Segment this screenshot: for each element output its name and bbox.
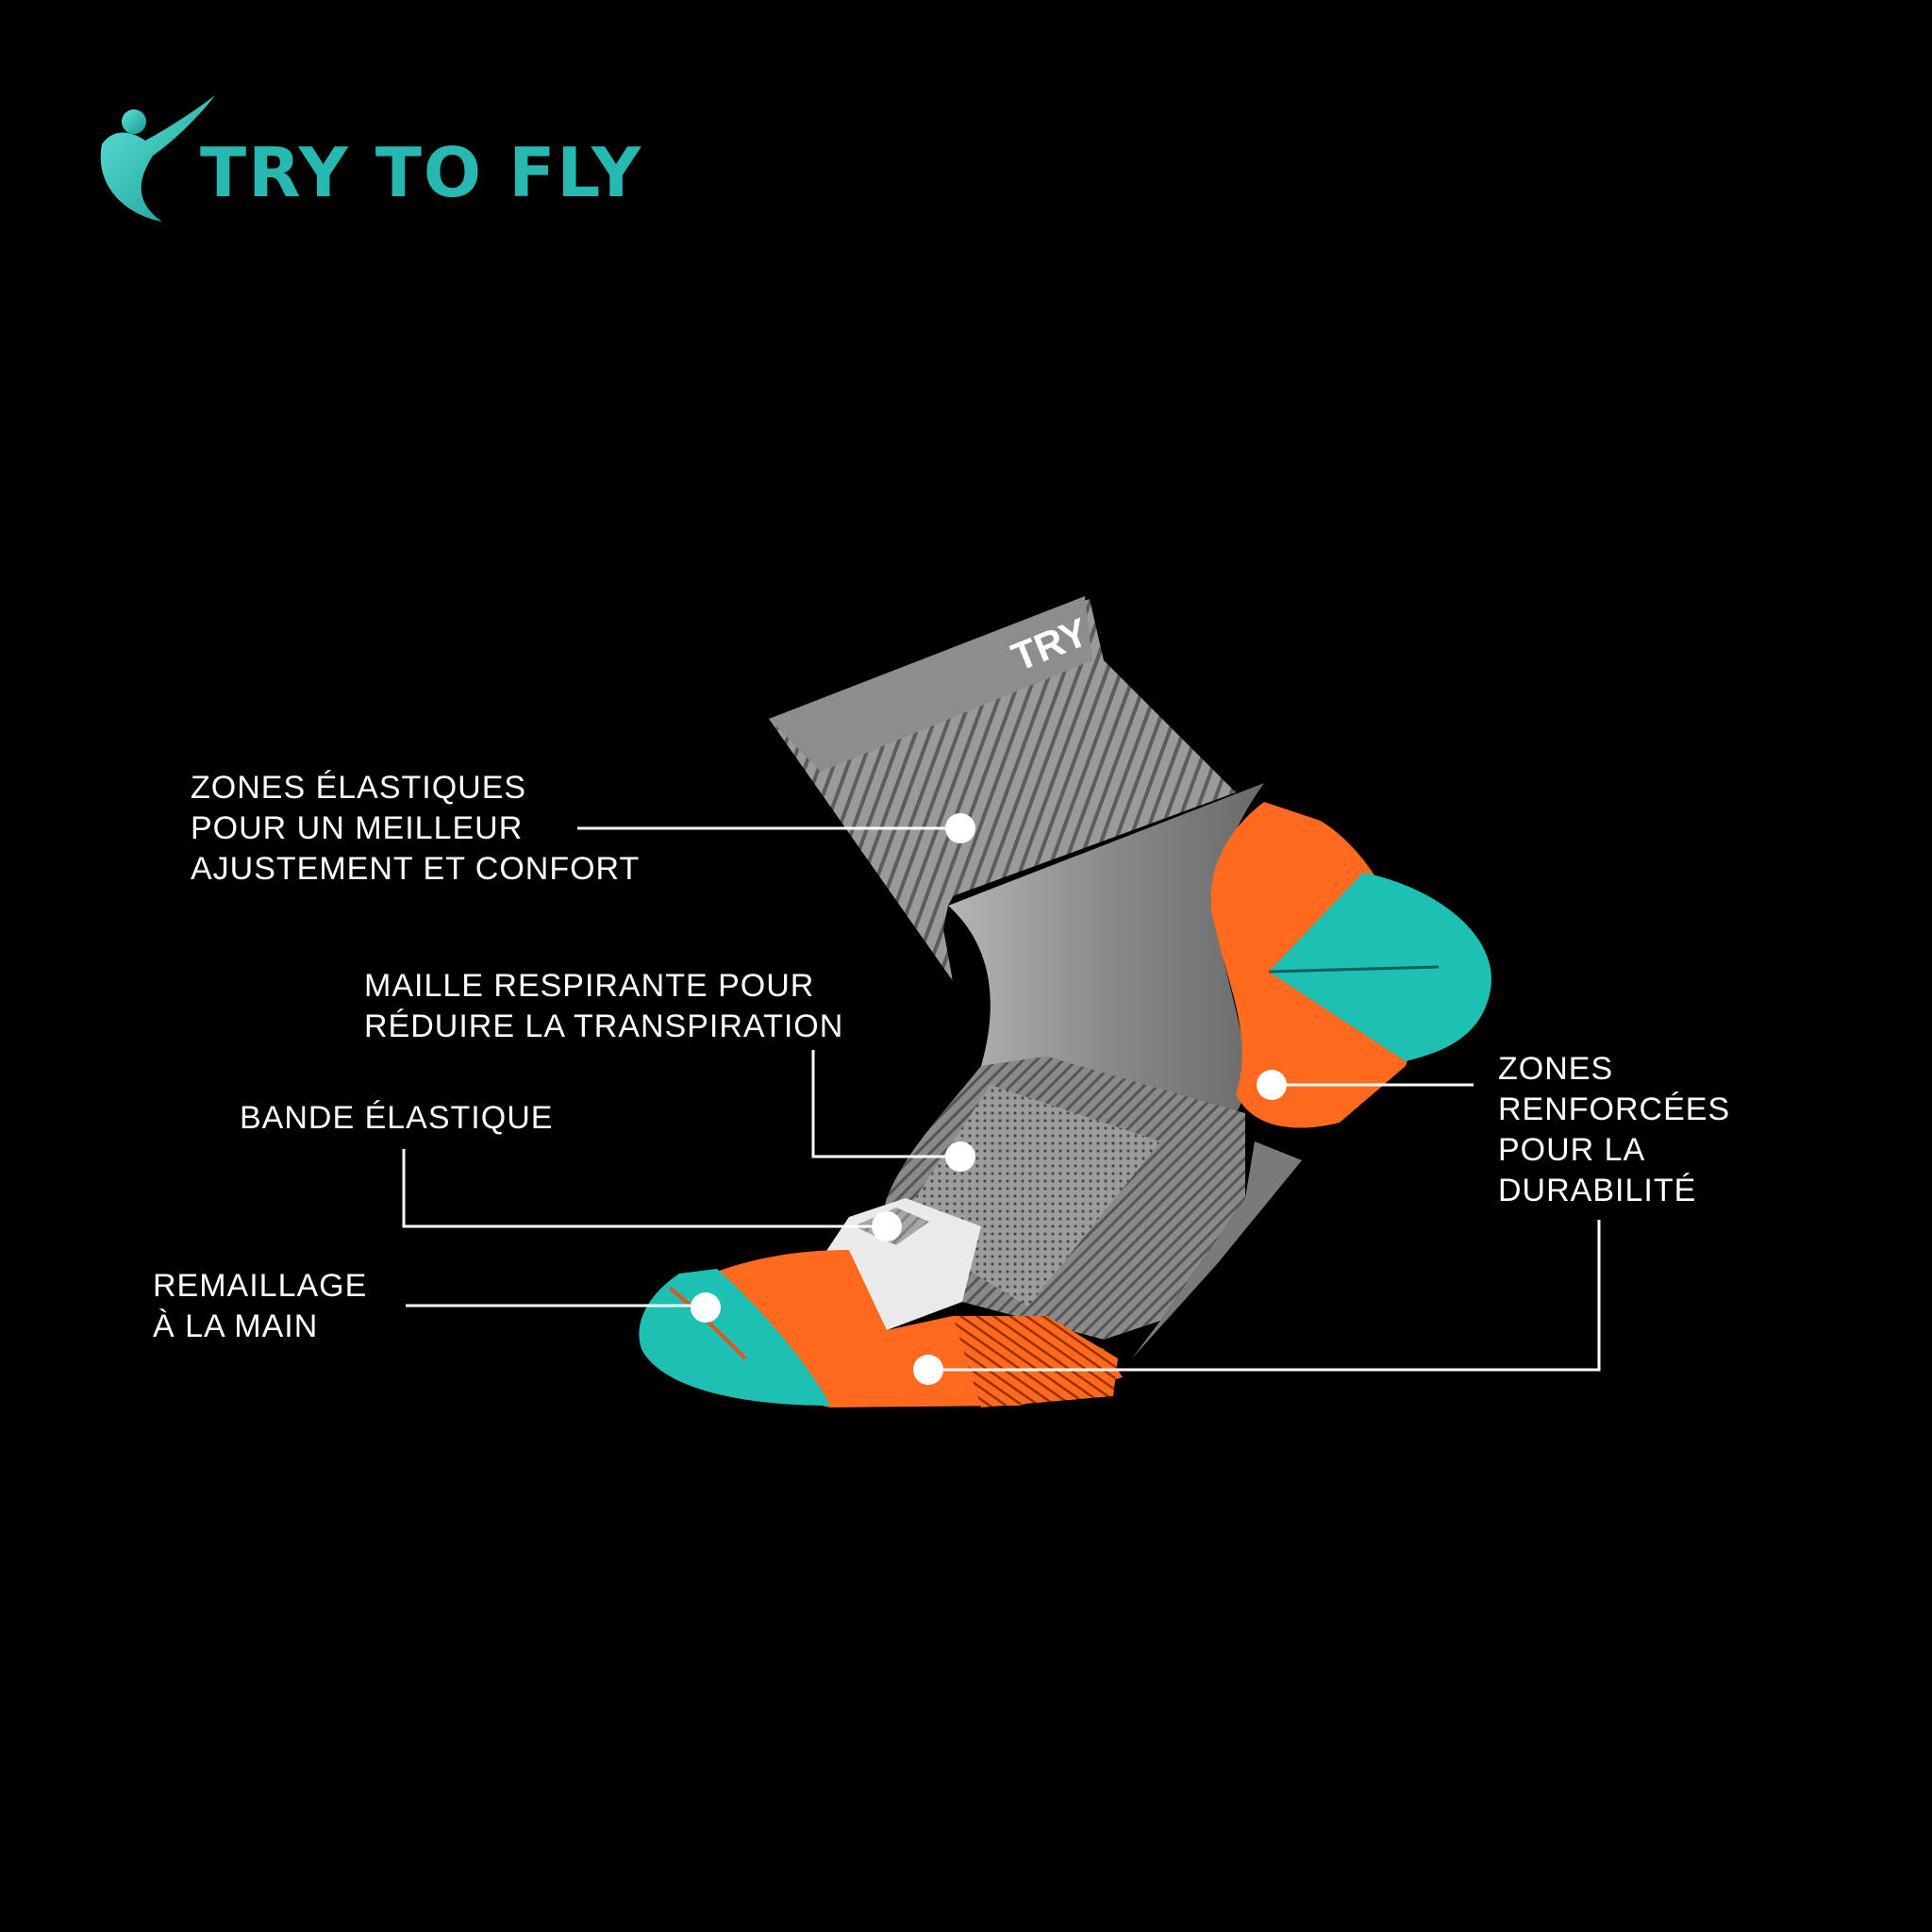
hand-linking-label: REMAILLAGE À LA MAIN bbox=[153, 1268, 368, 1344]
breathable-mesh-dot[interactable] bbox=[945, 1141, 975, 1172]
elastic-band-label: BANDE ÉLASTIQUE bbox=[240, 1100, 554, 1136]
reinforced-heel-dot[interactable] bbox=[1257, 1070, 1287, 1100]
reinforced-zones-label: ZONES RENFORCÉES POUR LA DURABILITÉ bbox=[1498, 1051, 1731, 1208]
elastic-zones-label: ZONES ÉLASTIQUES POUR UN MEILLEUR AJUSTE… bbox=[191, 770, 641, 887]
reinforced-sole-dot[interactable] bbox=[913, 1355, 943, 1385]
sock-instep bbox=[1132, 1141, 1302, 1358]
breathable-mesh-label: MAILLE RESPIRANTE POUR RÉDUIRE LA TRANSP… bbox=[364, 968, 844, 1044]
flying-person-icon bbox=[100, 95, 215, 222]
brand-logo: TRY TO FLY bbox=[94, 90, 698, 231]
sock-ankle bbox=[948, 783, 1264, 1113]
heel-teal bbox=[1269, 873, 1491, 1061]
hand-linking-dot[interactable] bbox=[691, 1292, 721, 1323]
leader-lines bbox=[402, 826, 1601, 1372]
sock-top-band bbox=[769, 596, 1092, 772]
elastic-band-dot[interactable] bbox=[872, 1211, 902, 1241]
sole-reinforced-hatch bbox=[953, 1316, 1118, 1407]
brand-name: TRY TO FLY bbox=[200, 133, 643, 212]
elastic-zones-dot[interactable] bbox=[945, 813, 975, 843]
